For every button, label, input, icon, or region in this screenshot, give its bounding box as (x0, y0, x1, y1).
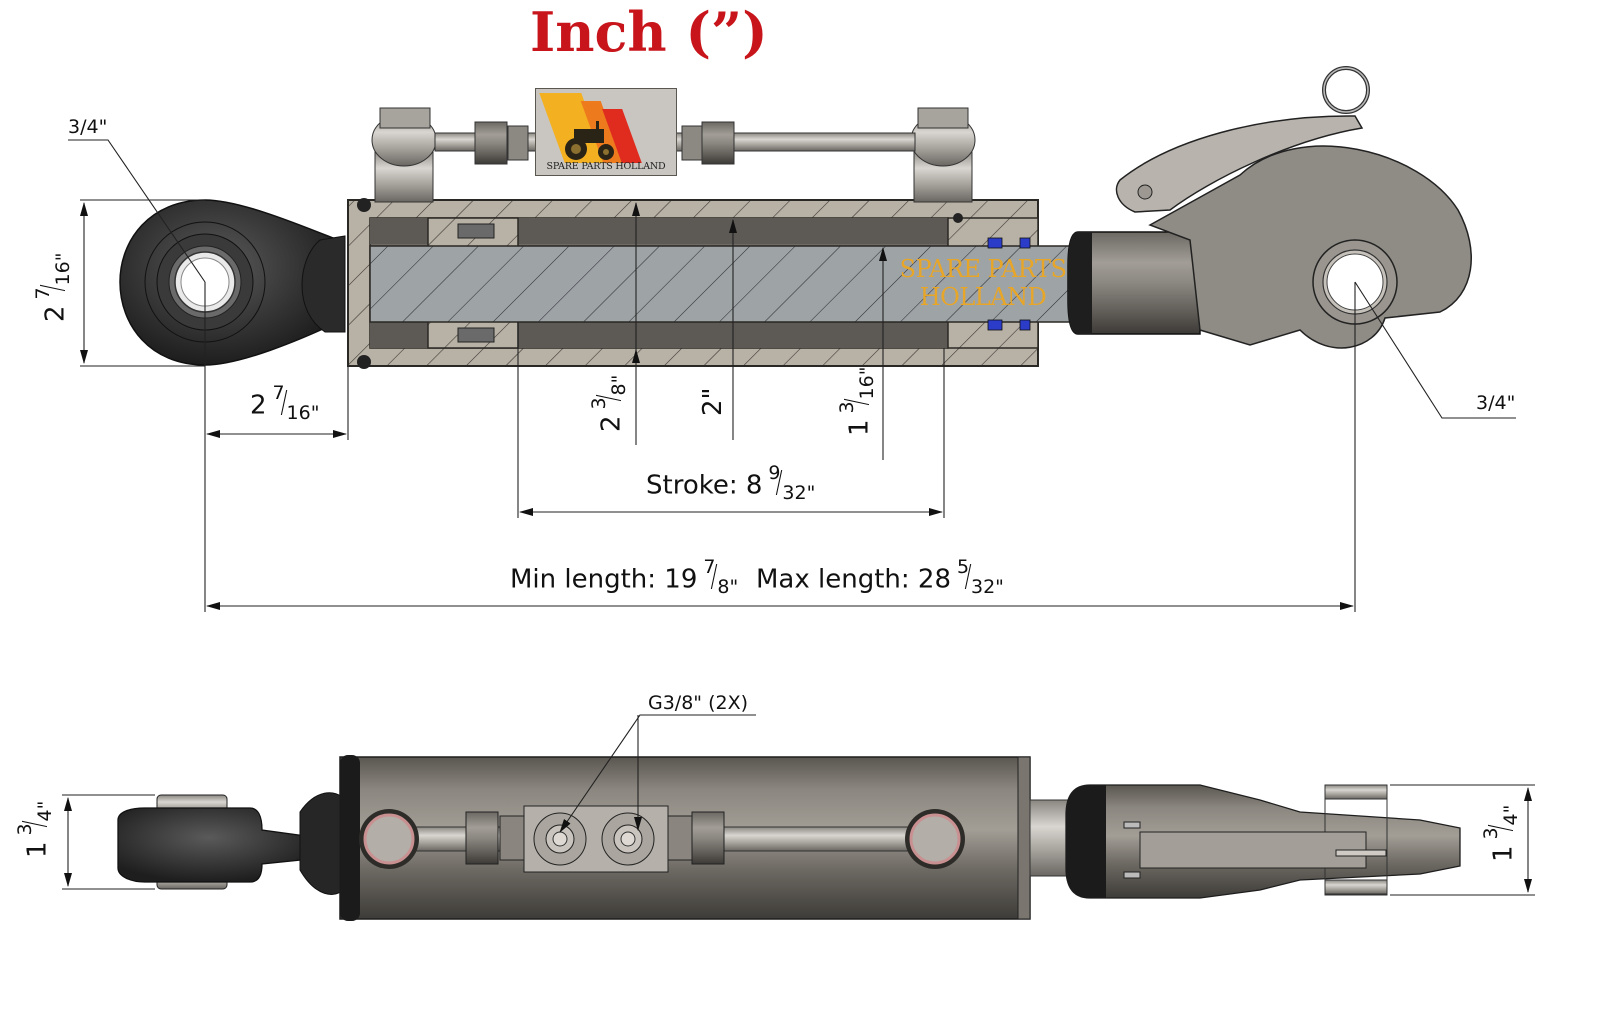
tractor-logo-icon (565, 121, 614, 160)
seal-icon (987, 237, 1003, 249)
brand-plate: SPARE PARTS HOLLAND (535, 88, 677, 176)
top-section-view (68, 66, 1516, 612)
quick-hitch-hook (1067, 66, 1472, 349)
unit-title: Inch (”) (530, 0, 768, 64)
ball-bore-label: 3/4" (68, 116, 108, 138)
brand-plate-text: SPARE PARTS HOLLAND (546, 161, 666, 172)
rod-watermark: SPARE PARTS HOLLAND (899, 255, 1067, 311)
dimension-lines-side (62, 714, 1535, 896)
piston-diameter-label: 2" (698, 387, 728, 416)
ball-joint-eye-left (119, 199, 346, 366)
cylinder-section (347, 198, 1083, 369)
side-view (62, 714, 1535, 921)
hook-bore-label: 3/4" (1476, 392, 1516, 414)
port-thread-label: G3/8" (2X) (648, 692, 749, 714)
dimension-lines-top (68, 139, 1516, 612)
